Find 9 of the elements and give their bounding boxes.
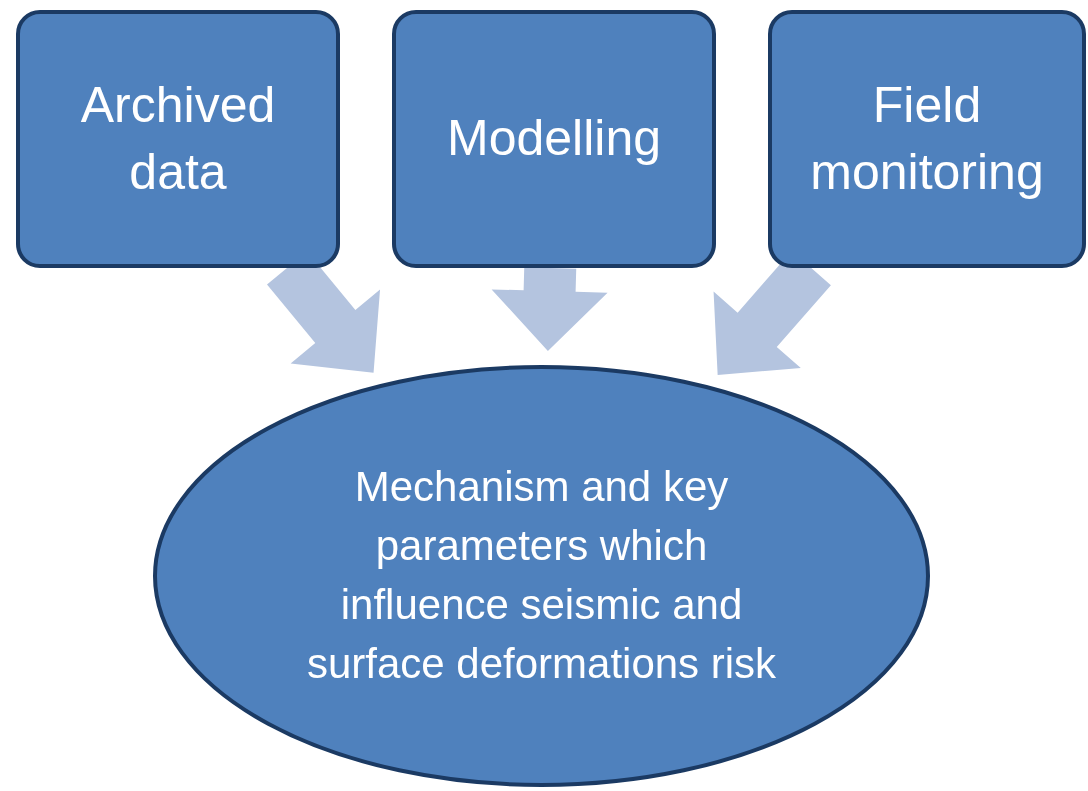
source-box (768, 10, 1086, 268)
source-box (16, 10, 340, 268)
node-label: Mechanism and key parameters which influence seismic and surface deformations risk (306, 462, 777, 689)
node-label: Field monitoring (809, 75, 1045, 202)
outcome-ellipse (153, 365, 930, 787)
block-arrow (491, 267, 608, 352)
node-label: Archived data (79, 75, 277, 202)
source-box (392, 10, 716, 268)
node-label: Modelling (447, 109, 661, 169)
